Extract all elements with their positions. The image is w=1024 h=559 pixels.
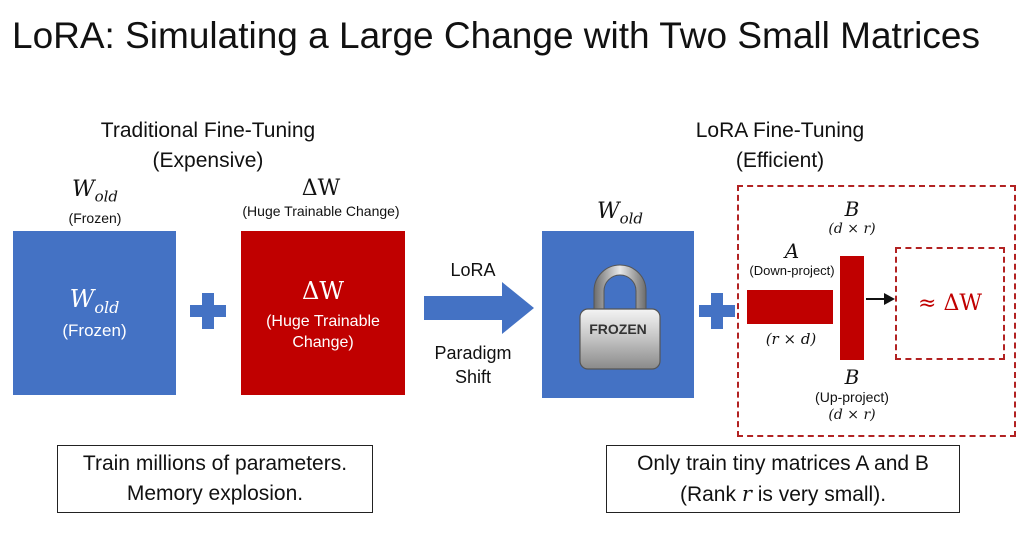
w-old-frozen-label: (Frozen) (68, 210, 122, 227)
a-dims: (r × d) (765, 330, 817, 348)
delta-w-label: (Huge Trainable Change) (242, 203, 400, 219)
traditional-note-box: Train millions of parameters. Memory exp… (57, 445, 373, 513)
lora-note-line2-suffix: is very small). (751, 482, 887, 506)
w-old-subscript: old (94, 187, 119, 206)
a-matrix-box (747, 290, 833, 324)
page-title: LoRA: Simulating a Large Change with Two… (12, 15, 980, 56)
traditional-heading-line1: Traditional Fine-Tuning (100, 119, 316, 142)
w-old-box-subscript: old (94, 297, 120, 317)
lora-heading-line1: LoRA Fine-Tuning (695, 119, 865, 142)
lock-icon (579, 264, 661, 370)
a-matrix-caption: A (Down-project) (748, 240, 836, 280)
lora-heading: LoRA Fine-Tuning (Efficient) (660, 116, 900, 176)
small-right-arrow-icon (866, 293, 895, 305)
b-top-symbol: B (844, 197, 860, 221)
delta-w-symbol: ΔW (301, 176, 341, 201)
b-matrix-bottom-caption: B (Up-project) (d × r) (792, 366, 912, 424)
traditional-note-line1: Train millions of parameters. (82, 452, 348, 475)
shift-label-bottom: Paradigm Shift (423, 341, 523, 389)
plus-icon-lora (699, 293, 735, 329)
b-bottom-dims: (d × r) (828, 407, 876, 423)
a-symbol: A (784, 239, 800, 263)
shift-label-bottom-line2: Shift (454, 367, 492, 387)
delta-w-box-line1: (Huge Trainable (266, 313, 380, 330)
approx-delta-w-box: ≈ ΔW (895, 247, 1005, 360)
shift-label-bottom-line1: Paradigm (434, 343, 512, 363)
lora-heading-line2: (Efficient) (735, 149, 825, 172)
plus-icon (190, 293, 226, 329)
w-old-caption: Wold (Frozen) (50, 176, 140, 227)
traditional-note-line2: Memory explosion. (126, 482, 304, 505)
delta-w-box-line2: Change) (292, 334, 354, 351)
delta-w-matrix-box: ΔW (Huge Trainable Change) (241, 231, 405, 395)
delta-w-box-label: (Huge Trainable Change) (241, 311, 405, 353)
traditional-heading-line2: (Expensive) (152, 149, 264, 172)
w-old-box-label: (Frozen) (62, 321, 127, 340)
lora-w-old-matrix-box: FROZEN (542, 231, 694, 398)
lora-note-box: Only train tiny matrices A and B (Rank r… (606, 445, 960, 513)
lora-note-line2: (Rank r is very small). (680, 479, 886, 510)
right-arrow-icon (424, 282, 534, 334)
w-old-matrix-box: Wold (Frozen) (13, 231, 176, 395)
lora-w-old-symbol: W (596, 199, 620, 224)
lora-matrices-container (737, 185, 1016, 437)
lora-note-rank-variable: r (741, 481, 752, 506)
b-matrix-top-caption: B (d × r) (812, 197, 892, 237)
lora-note-line2-prefix: (Rank (679, 482, 742, 506)
approx-delta-w-label: ≈ ΔW (918, 291, 982, 316)
lock-label: FROZEN (589, 321, 647, 337)
lora-w-old-caption: Wold (570, 198, 670, 231)
b-bottom-label: (Up-project) (815, 389, 889, 405)
delta-w-box-symbol: ΔW (302, 277, 344, 305)
delta-w-caption: ΔW (Huge Trainable Change) (210, 176, 432, 220)
lora-note-line1: Only train tiny matrices A and B (637, 451, 929, 475)
traditional-heading: Traditional Fine-Tuning (Expensive) (78, 116, 338, 176)
b-matrix-box (840, 256, 864, 360)
w-old-symbol: W (71, 177, 95, 202)
w-old-box-symbol: W (69, 285, 95, 313)
b-top-dims: (d × r) (828, 221, 876, 237)
b-bottom-symbol: B (844, 365, 860, 389)
lora-w-old-subscript: old (619, 209, 644, 228)
a-label: (Down-project) (749, 263, 835, 278)
shift-label-top: LoRA (450, 260, 496, 280)
